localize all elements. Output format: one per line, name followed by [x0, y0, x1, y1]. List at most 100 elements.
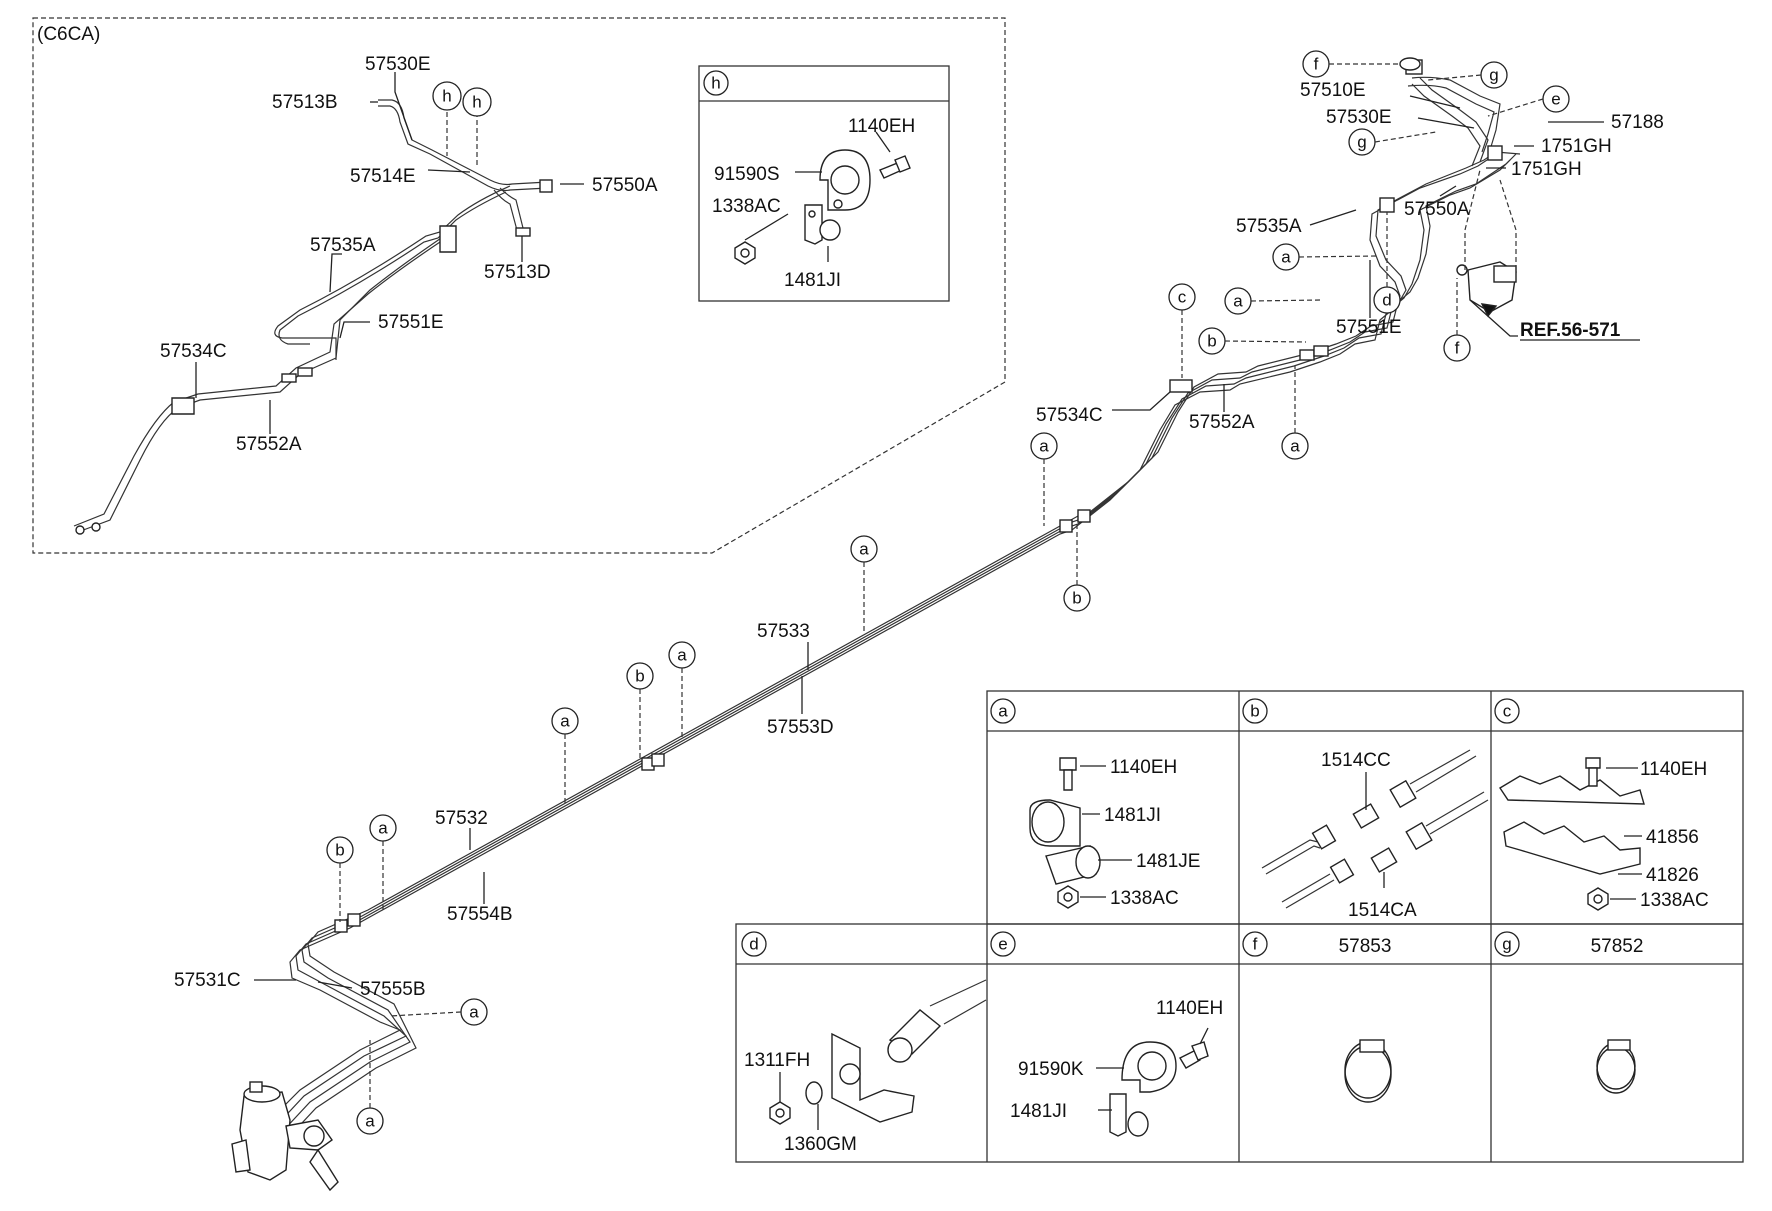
label-1140EH-h: 1140EH [848, 116, 915, 137]
label-1140EH-e: 1140EH [1156, 998, 1223, 1019]
c6ca-inset: (C6CA) [32, 17, 1006, 554]
svg-text:a: a [1281, 248, 1291, 267]
svg-text:b: b [1207, 332, 1216, 351]
svg-text:c: c [1503, 702, 1512, 721]
label-57554B: 57554B [447, 904, 513, 925]
callout-b-3: b [626, 662, 654, 690]
label-1311FH-d: 1311FH [744, 1050, 810, 1071]
bracket-d-icon [831, 1032, 915, 1123]
hose-clamp-57852-icon [1596, 1039, 1636, 1094]
svg-text:e: e [998, 935, 1007, 954]
label-57550A: 57550A [1404, 199, 1470, 220]
pump-icon [1456, 169, 1517, 313]
label-57553D: 57553D [767, 717, 834, 738]
ref-link[interactable]: REF.56-571 [1520, 320, 1621, 341]
label-57535A-inset: 57535A [310, 235, 376, 256]
label-57534C-inset: 57534C [160, 341, 227, 362]
callout-b-1: b [1198, 327, 1226, 355]
label-57550A-inset: 57550A [592, 175, 658, 196]
callout-a-10: a [356, 1107, 384, 1135]
callout-g-top: g [1480, 61, 1508, 89]
clamp-91590K-icon [1121, 1041, 1177, 1093]
label-1514CC-b: 1514CC [1321, 750, 1391, 771]
svg-text:d: d [1382, 291, 1391, 310]
label-57533: 57533 [757, 621, 810, 642]
detail-box-b: b 1514CC 1514CA [1242, 698, 1489, 921]
bracket-41826-icon [1503, 821, 1641, 875]
label-57551E-inset: 57551E [378, 312, 444, 333]
detail-box-e: e 1140EH 91590K 1481JI [990, 931, 1223, 1137]
svg-text:h: h [472, 93, 481, 112]
callout-h-1: h [432, 81, 462, 111]
clamp-1481JE-icon [1045, 845, 1101, 885]
label-57552A-inset: 57552A [236, 434, 302, 455]
detail-box-a: a 1140EH 1481JI 1481JE 1338AC [990, 698, 1200, 909]
clamp-1481JI-icon [1029, 799, 1081, 847]
label-57535A: 57535A [1236, 216, 1302, 237]
callout-a-8: a [369, 814, 397, 842]
callout-d: d [1373, 286, 1401, 314]
bolt-1140EH-icon [1059, 757, 1077, 791]
detail-h-letter: h [711, 74, 720, 93]
nut-1338AC-icon [734, 241, 756, 265]
label-1514CA-b: 1514CA [1348, 900, 1417, 921]
label-1338AC-a: 1338AC [1110, 888, 1179, 909]
nut-1338AC-icon [1057, 885, 1079, 909]
detail-f-header: 57853 [1339, 936, 1392, 957]
svg-text:h: h [442, 87, 451, 106]
label-1360GM-d: 1360GM [784, 1134, 857, 1155]
detail-box-g: g 57852 [1494, 931, 1644, 1094]
svg-text:b: b [1250, 702, 1259, 721]
label-1140EH-c: 1140EH [1640, 759, 1707, 780]
label-1481JI-a: 1481JI [1104, 805, 1161, 826]
variant-label: (C6CA) [37, 24, 100, 45]
svg-text:g: g [1357, 133, 1366, 152]
detail-box-h: h 1140EH 91590 [698, 65, 950, 302]
label-57534C: 57534C [1036, 405, 1103, 426]
label-1481JE-a: 1481JE [1136, 851, 1200, 872]
label-57514E-inset: 57514E [350, 166, 416, 187]
svg-text:f: f [1455, 339, 1460, 358]
label-57513D-inset: 57513D [484, 262, 551, 283]
detail-box-d: d 1311FH 1360GM [741, 931, 987, 1155]
callout-c: c [1168, 283, 1196, 311]
callout-f-bottom: f [1443, 334, 1471, 362]
label-91590K-e: 91590K [1018, 1059, 1084, 1080]
svg-text:a: a [859, 540, 869, 559]
svg-text:a: a [677, 646, 687, 665]
hose-clamp-57853-icon [1344, 1039, 1392, 1103]
svg-text:c: c [1178, 288, 1187, 307]
label-57555B: 57555B [360, 979, 426, 1000]
callout-h-2: h [462, 87, 492, 117]
fitting-d-icon [887, 979, 987, 1063]
label-1751GH-b: 1751GH [1511, 159, 1582, 180]
callout-g-mid: g [1348, 128, 1376, 156]
label-1481JI-e: 1481JI [1010, 1101, 1067, 1122]
callout-e: e [1542, 85, 1570, 113]
detail-box-c: c 1140EH 41856 41826 1338AC [1494, 698, 1709, 911]
label-57188: 57188 [1611, 112, 1664, 133]
detail-table: a 1140EH 1481JI 1481JE 1338AC b [735, 690, 1744, 1163]
svg-text:g: g [1489, 66, 1498, 85]
callout-a-3: a [1281, 432, 1309, 460]
clamp-91590S-icon [819, 149, 871, 211]
svg-text:d: d [749, 935, 758, 954]
svg-text:b: b [635, 667, 644, 686]
svg-text:a: a [365, 1112, 375, 1131]
label-57532: 57532 [435, 808, 488, 829]
steering-gear-icon [231, 1081, 339, 1192]
svg-text:f: f [1314, 55, 1319, 74]
callout-a-7: a [551, 707, 579, 735]
svg-text:b: b [335, 841, 344, 860]
nut-1311FH-icon [769, 1101, 791, 1125]
detail-g-header: 57852 [1591, 936, 1644, 957]
nut-1338AC-icon [1587, 887, 1609, 911]
label-1751GH-a: 1751GH [1541, 136, 1612, 157]
svg-text:e: e [1551, 90, 1560, 109]
label-57552A: 57552A [1189, 412, 1255, 433]
label-57530E-inset: 57530E [365, 54, 431, 75]
label-57510E: 57510E [1300, 80, 1366, 101]
svg-text:a: a [469, 1003, 479, 1022]
washer-1360GM-icon [805, 1081, 823, 1105]
